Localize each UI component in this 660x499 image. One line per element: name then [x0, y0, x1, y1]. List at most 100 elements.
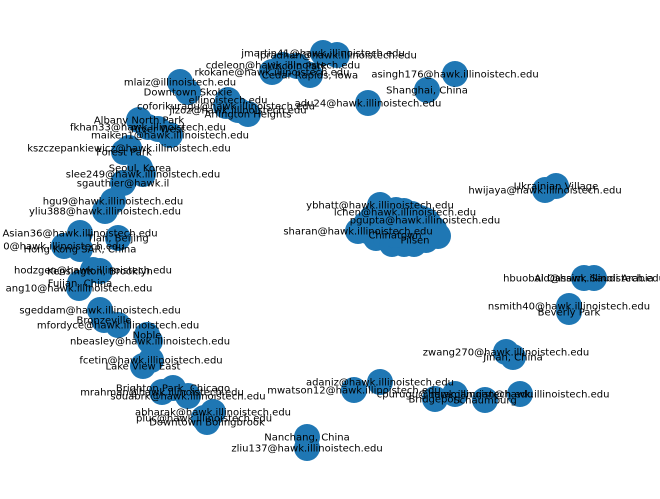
graph-node — [130, 161, 156, 187]
node-label: sgauthier@hawk.il — [77, 179, 170, 190]
graph-node — [507, 381, 533, 407]
node-label: Albany North Park — [94, 116, 184, 127]
node-label: ipradhan@hawk.illinoistech.edu — [257, 51, 417, 62]
graph-node — [149, 379, 175, 405]
node-label: Downtown Bolingbrook — [149, 418, 265, 429]
node-label: hbuobaid@hawk.illinoistech.edu — [503, 274, 660, 285]
graph-node — [294, 435, 320, 461]
graph-node — [355, 90, 381, 116]
node-label: abharak@hawk.illinoistech.edu — [135, 408, 291, 419]
node-label: Al Qassim, Saudi Arabia — [534, 274, 654, 285]
node-label: Chinatown — [368, 231, 421, 242]
graph-node — [367, 192, 393, 218]
node-layer — [51, 40, 607, 461]
graph-node — [259, 59, 285, 85]
node-label: Beverly Park — [538, 308, 601, 319]
node-label: sharan@hawk.illinoistech.edu — [283, 227, 432, 238]
node-label: Jinan, China — [482, 353, 542, 364]
node-label: sgeddam@hawk.illinoistech.edu — [19, 306, 180, 317]
graph-node — [442, 381, 468, 407]
node-label: fkhan33@hawk.illinoistech.edu — [70, 123, 226, 134]
node-label: cdeleon@hawk.illinoistech.edu — [206, 61, 360, 72]
node-label: Noble — [133, 331, 162, 342]
node-label: fcetin@hawk.illinoistech.edu — [79, 356, 222, 367]
node-label: nsmith40@hawk.illinoistech.edu — [488, 302, 650, 313]
node-label: ang10@hawk.illinoistech.edu — [6, 284, 153, 295]
graph-node — [500, 344, 526, 370]
node-label: yliu388@hawk.illinoistech.edu — [29, 207, 181, 218]
node-label: lchen@hawk.illinoistech.edu — [334, 208, 476, 219]
node-label: Nanchang, China — [264, 433, 350, 444]
node-label: River West — [131, 125, 185, 136]
graph-node — [412, 207, 438, 233]
node-label: ybhatt@hawk.illinoistech.edu — [306, 201, 454, 212]
node-label: asingh176@hawk.illinoistech.edu — [371, 70, 538, 81]
node-label: rkokane@hawk.illinoistech.edu — [195, 68, 350, 79]
node-label: Seoul, Korea — [109, 164, 171, 175]
graph-node — [92, 198, 118, 224]
node-label: cpurugu@hawk.illinoistech.edu — [377, 390, 533, 401]
node-label: pgupta@hawk.illinoistech.edu — [350, 216, 501, 227]
graph-node — [324, 42, 350, 68]
graph-node — [66, 275, 92, 301]
node-label: zliu137@hawk.illinoistech.edu — [231, 444, 382, 455]
graph-node — [556, 299, 582, 325]
node-label: Tian, Beijing — [86, 234, 148, 245]
node-label: Lincoln Park — [267, 62, 327, 73]
graph-node — [392, 199, 418, 225]
node-label: zwang270@hawk.illinoistech.edu — [423, 348, 589, 359]
node-label: Downtown Skokie — [144, 88, 233, 99]
node-label: mfordyce@hawk.illinoistech.edu — [37, 321, 199, 332]
graph-node — [297, 62, 323, 88]
node-label: hodzgen@hawk.illinoistech.edu — [14, 266, 172, 277]
graph-node — [105, 312, 131, 338]
graph-node — [367, 369, 393, 395]
graph-node — [472, 387, 498, 413]
graph-node — [402, 227, 428, 253]
graph-node — [345, 218, 371, 244]
node-label: Schaumburg — [453, 396, 516, 407]
graph-node — [105, 225, 131, 251]
node-label: hgu9@hawk.illinoistech.edu — [43, 197, 183, 208]
node-label: adaniz@hawk.illinoistech.edu — [306, 378, 454, 389]
node-label: hwijaya@hawk.illinoistech.edu — [468, 186, 621, 197]
graph-node — [67, 236, 93, 262]
node-label: mramanujan@hawk.illinoistech.edu — [431, 390, 610, 401]
node-label: kszczepankiewicz@hawk.illinoistech.edu — [27, 144, 231, 155]
node-label: Cedar Rapids, Iowa — [262, 71, 358, 82]
graph-node — [175, 383, 201, 409]
graph-node — [581, 265, 607, 291]
node-label: Lake View East — [106, 362, 181, 373]
node-label: Brighton Park, Chicago — [116, 384, 230, 395]
node-label: adu24@hawk.illinoistech.edu — [295, 99, 442, 110]
node-label: 0@hawk.illinoistech.edu — [3, 242, 124, 253]
node-label: Pilsen — [400, 236, 429, 247]
graph-node — [341, 377, 367, 403]
graph-node — [194, 409, 220, 435]
node-label: Arlington Heights — [204, 110, 291, 121]
graph-node — [175, 79, 201, 105]
node-label: Bronzeville — [76, 316, 131, 327]
node-label: Shanghai, China — [386, 86, 468, 97]
graph-node — [442, 61, 468, 87]
node-label: Bridgeport — [408, 395, 461, 406]
node-label: Fujian, China — [48, 279, 113, 290]
node-label: maiken1@hawk.illinoistech.edu — [91, 131, 249, 142]
node-label: Ukrainian Village — [514, 182, 598, 193]
node-label: Asian36@hawk.illinoistech.edu — [2, 229, 157, 240]
node-label: souabrk@hawk.illinoistech.edu — [110, 392, 265, 403]
node-label: nbeasley@hawk.illinoistech.edu — [70, 337, 230, 348]
graph-node — [414, 77, 440, 103]
graph-node — [111, 139, 137, 165]
graph-node — [422, 386, 448, 412]
node-label: slee249@hawk.illinoistech.edu — [66, 170, 220, 181]
graph-node — [235, 101, 261, 127]
graph-node — [157, 122, 183, 148]
graph-node — [130, 353, 156, 379]
node-label: mlaiz@illinoistech.edu — [124, 78, 236, 89]
node-label: mrahman@hawk.illinoistech.edu — [80, 388, 244, 399]
node-label: mwatson12@hawk.illinoistech.edu — [267, 386, 440, 397]
node-label: Forest Park — [96, 148, 152, 159]
node-label: coforikuragu@hawk.illinoistech.edu — [137, 102, 315, 113]
